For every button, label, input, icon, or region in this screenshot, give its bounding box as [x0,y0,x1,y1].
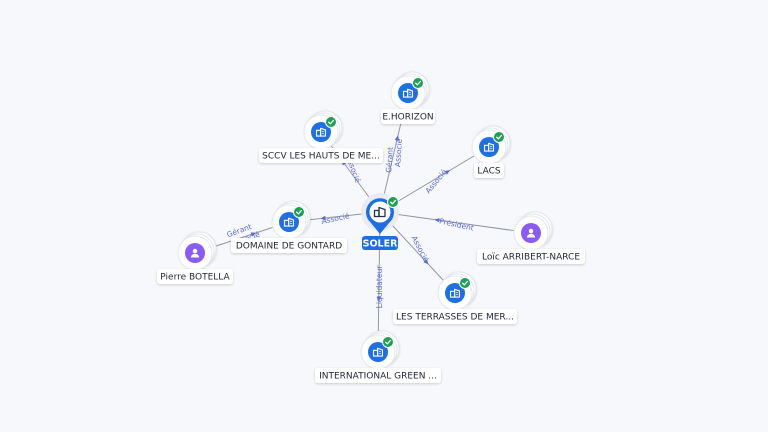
node-international[interactable]: INTERNATIONAL GREEN ... [315,330,441,383]
node-label: Pierre BOTELLA [160,273,230,283]
center-label: SOLER [363,239,398,250]
center-pin-inner [369,201,391,223]
edge-arrow [394,135,400,141]
edge-label: Gérant [384,147,395,173]
node-label-bg [259,148,383,163]
center-label-bg [362,236,398,250]
edge-arrow [423,259,429,265]
verified-icon-bg [325,116,337,128]
node-label: DOMAINE DE GONTARD [236,242,342,252]
node-pierre[interactable]: Pierre BOTELLA [157,231,233,284]
edge-arrow [250,232,257,237]
node-label: E.HORIZON [382,113,433,123]
node-e-horizon[interactable]: E.HORIZON [381,71,435,124]
edge-label: Président [438,217,474,233]
node-gontard[interactable]: DOMAINE DE GONTARD [231,200,347,253]
edge-center-international: Liquidateur [375,211,384,353]
node-label-bg [231,238,347,253]
node-label: LACS [477,167,501,177]
node-label-bg [393,309,517,324]
node-label: LES TERRASSES DE MER... [396,313,514,323]
node-terrasses[interactable]: LES TERRASSES DE MER... [393,271,517,324]
edge-label: Associé [321,211,351,226]
node-label-bg [477,249,585,264]
node-label-bg [474,163,504,178]
node-label: INTERNATIONAL GREEN ... [319,372,437,382]
node-loic[interactable]: Loïc ARRIBERT-NARCE [477,211,585,264]
edge-arrow [434,218,440,223]
edge-arrow [376,296,381,302]
node-sccv[interactable]: SCCV LES HAUTS DE ME... [259,110,383,163]
edge-loic-center: Président [379,211,532,234]
edge-arrow [320,215,326,221]
edge-line [379,211,532,234]
edge-label: Liquidateur [375,265,384,309]
center-node[interactable]: SOLER [361,193,399,250]
edge-label: Associé [393,138,404,167]
verified-icon-bg [387,196,399,208]
verified-icon-bg [412,77,424,89]
center-glyph-part [378,206,386,218]
node-label: SCCV LES HAUTS DE ME... [262,152,380,162]
edge-line [377,211,381,353]
edge-label: Associé [410,234,431,264]
verified-icon-bg [459,277,471,289]
nodes-layer: E.HORIZON SCCV LES HAUTS DE ME... LACS Loïc… [157,71,585,383]
node-lacs[interactable]: LACS [471,125,511,178]
verified-icon-bg [493,131,505,143]
node-label: Loïc ARRIBERT-NARCE [482,253,580,263]
verified-icon-bg [293,206,305,218]
verified-icon-bg [382,336,394,348]
edge-label: Associé [424,167,449,195]
node-label-bg [315,368,441,383]
node-label-bg [157,269,233,284]
edge-arrow [444,170,451,175]
node-label-bg [381,109,435,124]
